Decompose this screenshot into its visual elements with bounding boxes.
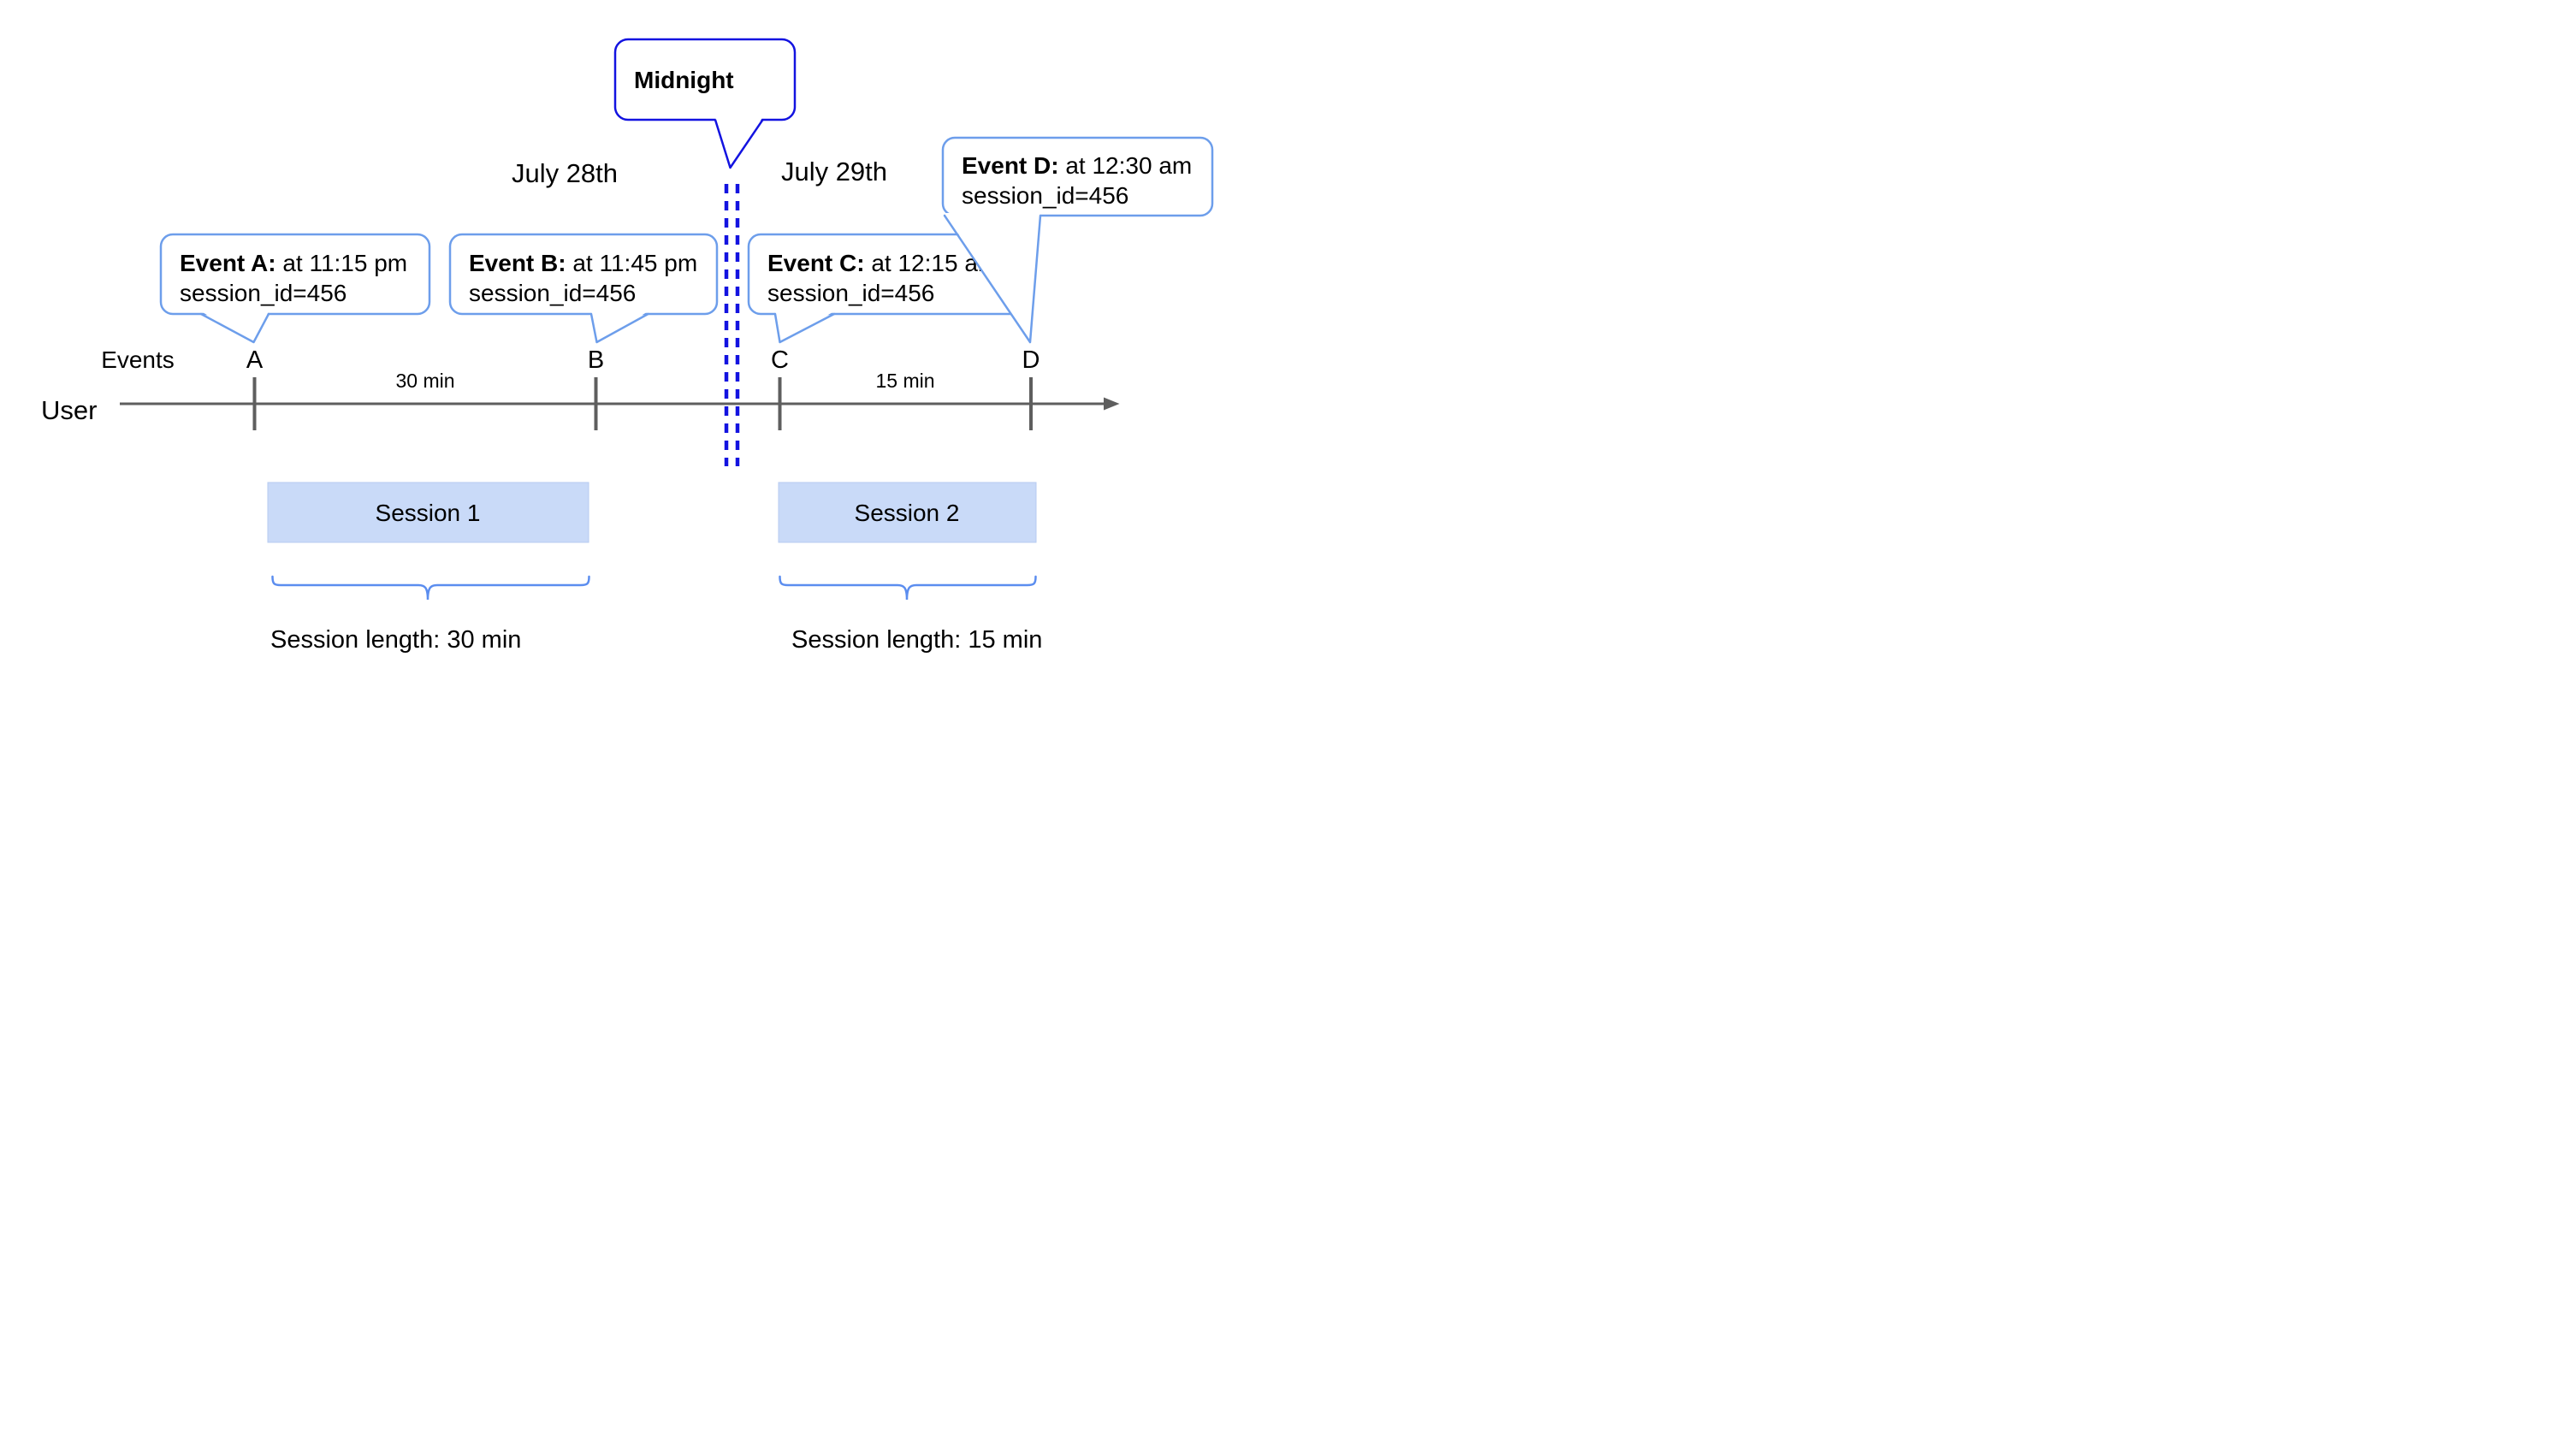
event-d-bubble [941, 136, 1214, 217]
timeline-arrowhead-icon [1104, 397, 1120, 411]
midnight-divider-dashed-lines [724, 184, 740, 466]
midnight-callout-bubble [613, 38, 797, 121]
event-b-bubble [448, 233, 719, 316]
marker-label-d: D [1022, 346, 1040, 374]
midnight-callout-tail [714, 119, 764, 169]
event-b-title: Event B: [469, 250, 566, 276]
event-b-callout: Event B: at 11:45 pm session_id=456 [448, 233, 719, 344]
event-a-callout: Event A: at 11:15 pm session_id=456 [159, 233, 431, 344]
event-a-bubble [159, 233, 431, 316]
session-2-brace [779, 575, 1037, 601]
event-b-time: at 11:45 pm [566, 250, 698, 276]
event-d-detail: session_id=456 [962, 182, 1128, 209]
event-c-title: Event C: [767, 250, 865, 276]
diagram-canvas: July 28th July 29th Midnight Events User… [41, 38, 1214, 654]
session-1-brace [271, 575, 590, 601]
marker-label-b: B [588, 346, 604, 374]
session-2-box [778, 482, 1037, 543]
marker-label-a: A [246, 346, 264, 374]
event-d-title: Event D: [962, 152, 1059, 179]
event-d-line1: Event D: at 12:30 am [962, 152, 1192, 179]
event-d-tail-fill [945, 213, 1040, 342]
event-a-line1: Event A: at 11:15 pm [180, 250, 407, 276]
event-b-tail [589, 312, 649, 344]
event-a-tail-fill [201, 311, 269, 342]
event-c-tail-fill [775, 311, 834, 342]
event-a-tail [199, 312, 270, 344]
date-label-july-28: July 28th [512, 158, 618, 188]
session-1-label: Session 1 [376, 500, 481, 526]
session-timeline-diagram: July 28th July 29th Midnight Events User… [0, 0, 1276, 728]
midnight-callout-label: Midnight [634, 67, 734, 93]
event-a-time: at 11:15 pm [276, 250, 408, 276]
event-d-tail [943, 214, 1042, 344]
event-c-line1: Event C: at 12:15 am [767, 250, 998, 276]
midnight-callout: Midnight [613, 38, 797, 169]
events-row-label: Events [101, 346, 175, 373]
session-1-box [267, 482, 589, 543]
event-c-detail: session_id=456 [767, 280, 934, 306]
event-a-detail: session_id=456 [180, 280, 347, 306]
session-1-length-label: Session length: 30 min [270, 626, 521, 654]
session-2-label: Session 2 [855, 500, 960, 526]
event-a-title: Event A: [180, 250, 276, 276]
event-c-tail [773, 312, 836, 344]
interval-label-30min: 30 min [395, 370, 454, 392]
event-d-time: at 12:30 am [1059, 152, 1193, 179]
event-c-callout: Event C: at 12:15 am session_id=456 [747, 233, 1028, 344]
session-2-group: Session 2 Session length: 15 min [778, 482, 1042, 654]
session-1-group: Session 1 Session length: 30 min [267, 482, 590, 654]
marker-label-c: C [771, 346, 789, 374]
event-b-detail: session_id=456 [469, 280, 636, 306]
event-b-tail-fill [591, 311, 649, 342]
user-axis-label: User [41, 395, 97, 425]
date-label-july-29: July 29th [781, 157, 887, 186]
event-b-line1: Event B: at 11:45 pm [469, 250, 697, 276]
interval-label-15min: 15 min [875, 370, 934, 392]
user-timeline [120, 377, 1120, 430]
session-2-length-label: Session length: 15 min [791, 626, 1042, 654]
event-d-callout: Event D: at 12:30 am session_id=456 [941, 136, 1214, 344]
